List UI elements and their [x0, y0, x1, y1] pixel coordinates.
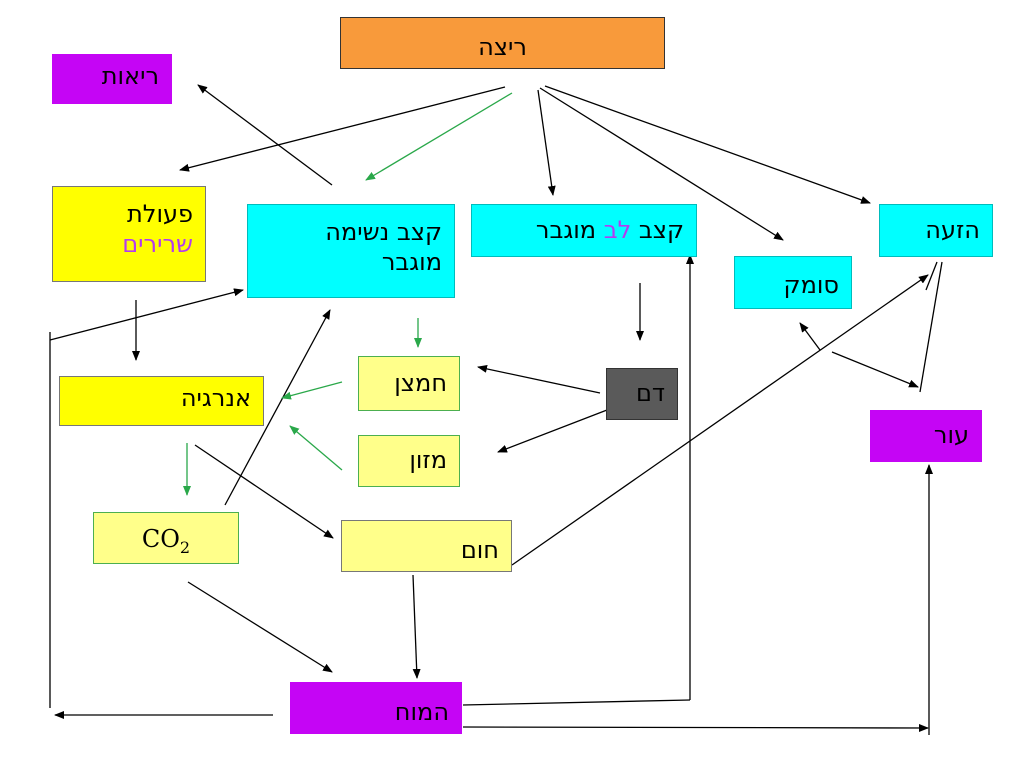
- node-dam-label: דם: [635, 379, 665, 407]
- node-katzav-lev: קצב לב מוגבר: [471, 204, 697, 257]
- node-ritza-label: ריצה: [478, 33, 527, 61]
- arrow-hom-to-haziya: [511, 274, 929, 566]
- arrow-dam-to-mazon: [497, 409, 608, 453]
- node-anergia-label: אנרגיה: [180, 384, 251, 412]
- node-anergia: אנרגיה: [59, 376, 264, 426]
- node-katzav-neshima-line1: קצב נשימה: [325, 218, 442, 246]
- arrow-ritza-to-somak: [539, 87, 784, 241]
- node-peulat-line1: פעולת: [127, 200, 193, 228]
- node-peulat-line2: שרירים: [122, 230, 193, 258]
- node-dam: דם: [606, 368, 678, 420]
- node-mazon: מזון: [358, 435, 460, 487]
- node-hom-label: חום: [460, 536, 499, 564]
- line-hamoah-right: [462, 699, 691, 706]
- arrow-left-to-neshima: [49, 288, 244, 341]
- node-hom: חום: [341, 520, 512, 572]
- arrow-junction-to-or: [831, 351, 919, 388]
- node-somak-label: סומק: [783, 271, 839, 299]
- node-peulat-shririm: פעולת שרירים: [52, 186, 206, 282]
- line-haziya-to-or-2: [925, 261, 938, 291]
- node-reot-label: ריאות: [101, 62, 159, 90]
- arrow-hamoah-to-bottom-right: [462, 723, 929, 732]
- node-somak: סומק: [734, 256, 852, 309]
- line-haziya-to-or: [919, 261, 943, 393]
- node-mazon-label: מזון: [409, 446, 447, 474]
- node-katzav-lev-prefix: קצב: [638, 216, 684, 244]
- node-reot: ריאות: [52, 54, 172, 104]
- node-hamoah-label: המוח: [394, 698, 449, 726]
- node-or-label: עור: [933, 421, 969, 449]
- arrow-hom-to-hamoah: [412, 574, 421, 679]
- node-or: עור: [870, 410, 982, 462]
- node-katzav-lev-highlight: לב: [603, 216, 632, 244]
- arrow-mazon-to-anergia-green: [289, 425, 343, 471]
- arrow-ritza-to-neshima-green: [365, 92, 513, 181]
- arrow-neshima-to-reot: [197, 84, 333, 186]
- node-hamtzan-label: חמצן: [394, 369, 447, 397]
- arrow-hamtzan-to-anergia-green: [281, 381, 343, 400]
- arrow-ritza-to-peulat: [179, 86, 506, 172]
- arrow-co2-to-hamoah: [187, 581, 333, 673]
- node-ritza: ריצה: [340, 17, 665, 69]
- node-katzav-lev-suffix: מוגבר: [535, 216, 597, 244]
- node-hamtzan: חמצן: [358, 356, 460, 411]
- node-haziya-label: הזעה: [925, 216, 980, 244]
- node-co2-sub: 2: [179, 537, 191, 557]
- node-haziya: הזעה: [879, 204, 993, 257]
- arrow-co2-to-neshima: [224, 309, 331, 506]
- arrow-dam-to-hamtzan: [477, 364, 601, 394]
- node-co2-main: CO: [141, 525, 180, 553]
- node-katzav-neshima: קצב נשימה מוגבר: [247, 204, 455, 298]
- node-hamoah: המוח: [290, 682, 462, 734]
- arrow-anergia-to-hom: [194, 444, 334, 539]
- node-co2: CO2: [93, 512, 239, 564]
- arrow-ritza-to-katzav-lev: [537, 89, 556, 196]
- node-katzav-neshima-line2: מוגבר: [381, 248, 442, 276]
- arrow-junction-to-somak: [799, 322, 821, 351]
- arrow-ritza-to-haziya: [544, 85, 871, 204]
